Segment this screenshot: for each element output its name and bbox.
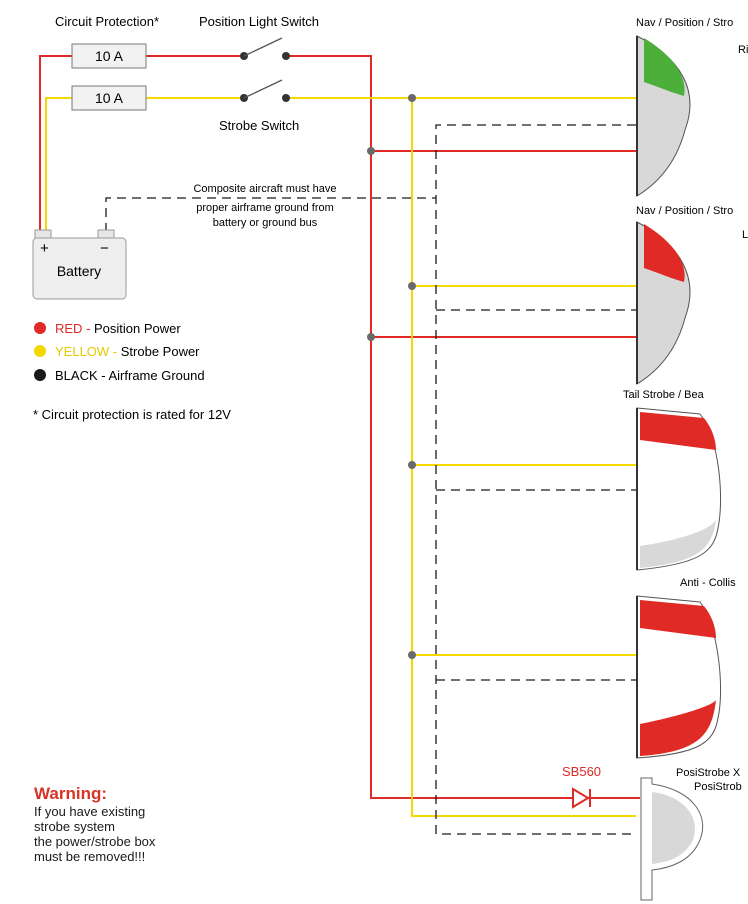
light-posistrobe-subtitle: PosiStrob bbox=[694, 781, 742, 793]
light-posistrobe: PosiStrobe X PosiStrob bbox=[640, 767, 742, 901]
svg-text:battery or ground bus: battery or ground bus bbox=[213, 217, 318, 229]
junction-dots bbox=[367, 94, 416, 659]
diode-sb560: SB560 bbox=[562, 764, 601, 809]
warning-line: If you have existing bbox=[34, 804, 146, 819]
position-switch-label: Position Light Switch bbox=[199, 14, 319, 29]
legend-item-yellow: YELLOW - Strobe Power bbox=[34, 344, 200, 359]
light-posistrobe-title: PosiStrobe X bbox=[676, 767, 741, 779]
light-left-wing: Nav / Position / Stro L bbox=[636, 205, 748, 385]
light-right-wing: Nav / Position / Stro Ri bbox=[636, 17, 748, 197]
svg-text:Composite aircraft must have: Composite aircraft must have bbox=[193, 183, 336, 195]
svg-text:BLACK - Airframe Ground: BLACK - Airframe Ground bbox=[55, 368, 205, 383]
legend: RED - Position Power YELLOW - Strobe Pow… bbox=[34, 321, 205, 383]
svg-text:proper airframe ground from: proper airframe ground from bbox=[196, 202, 334, 214]
battery-label: Battery bbox=[57, 263, 101, 279]
circuit-protection-label: Circuit Protection* bbox=[55, 14, 159, 29]
diode-label: SB560 bbox=[562, 764, 601, 779]
strobe-switch bbox=[240, 79, 290, 102]
battery-minus: − bbox=[100, 240, 109, 257]
footnote: * Circuit protection is rated for 12V bbox=[33, 407, 231, 422]
light-anti-collision: Anti - Collis bbox=[636, 577, 736, 759]
warning-title: Warning: bbox=[34, 784, 108, 803]
warning-line: strobe system bbox=[34, 819, 115, 834]
ground-wires bbox=[105, 124, 636, 835]
fuse-top-label: 10 A bbox=[95, 48, 124, 64]
light-left-wing-title: Nav / Position / Stro bbox=[636, 205, 733, 217]
fuse-top: 10 A bbox=[71, 43, 147, 69]
warning-line: the power/strobe box bbox=[34, 834, 156, 849]
light-right-wing-title: Nav / Position / Stro bbox=[636, 17, 733, 29]
battery-plus: + bbox=[40, 240, 49, 257]
yellow-wires bbox=[45, 97, 636, 817]
svg-text:RED - Position Power: RED - Position Power bbox=[55, 321, 181, 336]
legend-item-red: RED - Position Power bbox=[34, 321, 181, 336]
battery: + − Battery bbox=[32, 229, 127, 300]
svg-text:YELLOW - Strobe Power: YELLOW - Strobe Power bbox=[55, 344, 200, 359]
strobe-switch-label: Strobe Switch bbox=[219, 118, 299, 133]
fuse-bottom: 10 A bbox=[71, 85, 147, 111]
light-left-wing-subtitle: L bbox=[742, 229, 748, 241]
light-right-wing-subtitle: Ri bbox=[738, 44, 748, 56]
light-tail-strobe-title: Tail Strobe / Bea bbox=[623, 389, 705, 401]
light-tail-strobe: Tail Strobe / Bea bbox=[623, 389, 722, 571]
warning-block: Warning: If you have existing strobe sys… bbox=[34, 784, 234, 864]
red-wires bbox=[39, 55, 640, 799]
fuse-bottom-label: 10 A bbox=[95, 90, 124, 106]
warning-line: must be removed!!! bbox=[34, 849, 146, 864]
position-light-switch bbox=[240, 37, 290, 60]
ground-note: Composite aircraft must have proper airf… bbox=[193, 183, 336, 229]
legend-item-black: BLACK - Airframe Ground bbox=[34, 368, 205, 383]
light-anti-collision-title: Anti - Collis bbox=[680, 577, 736, 589]
